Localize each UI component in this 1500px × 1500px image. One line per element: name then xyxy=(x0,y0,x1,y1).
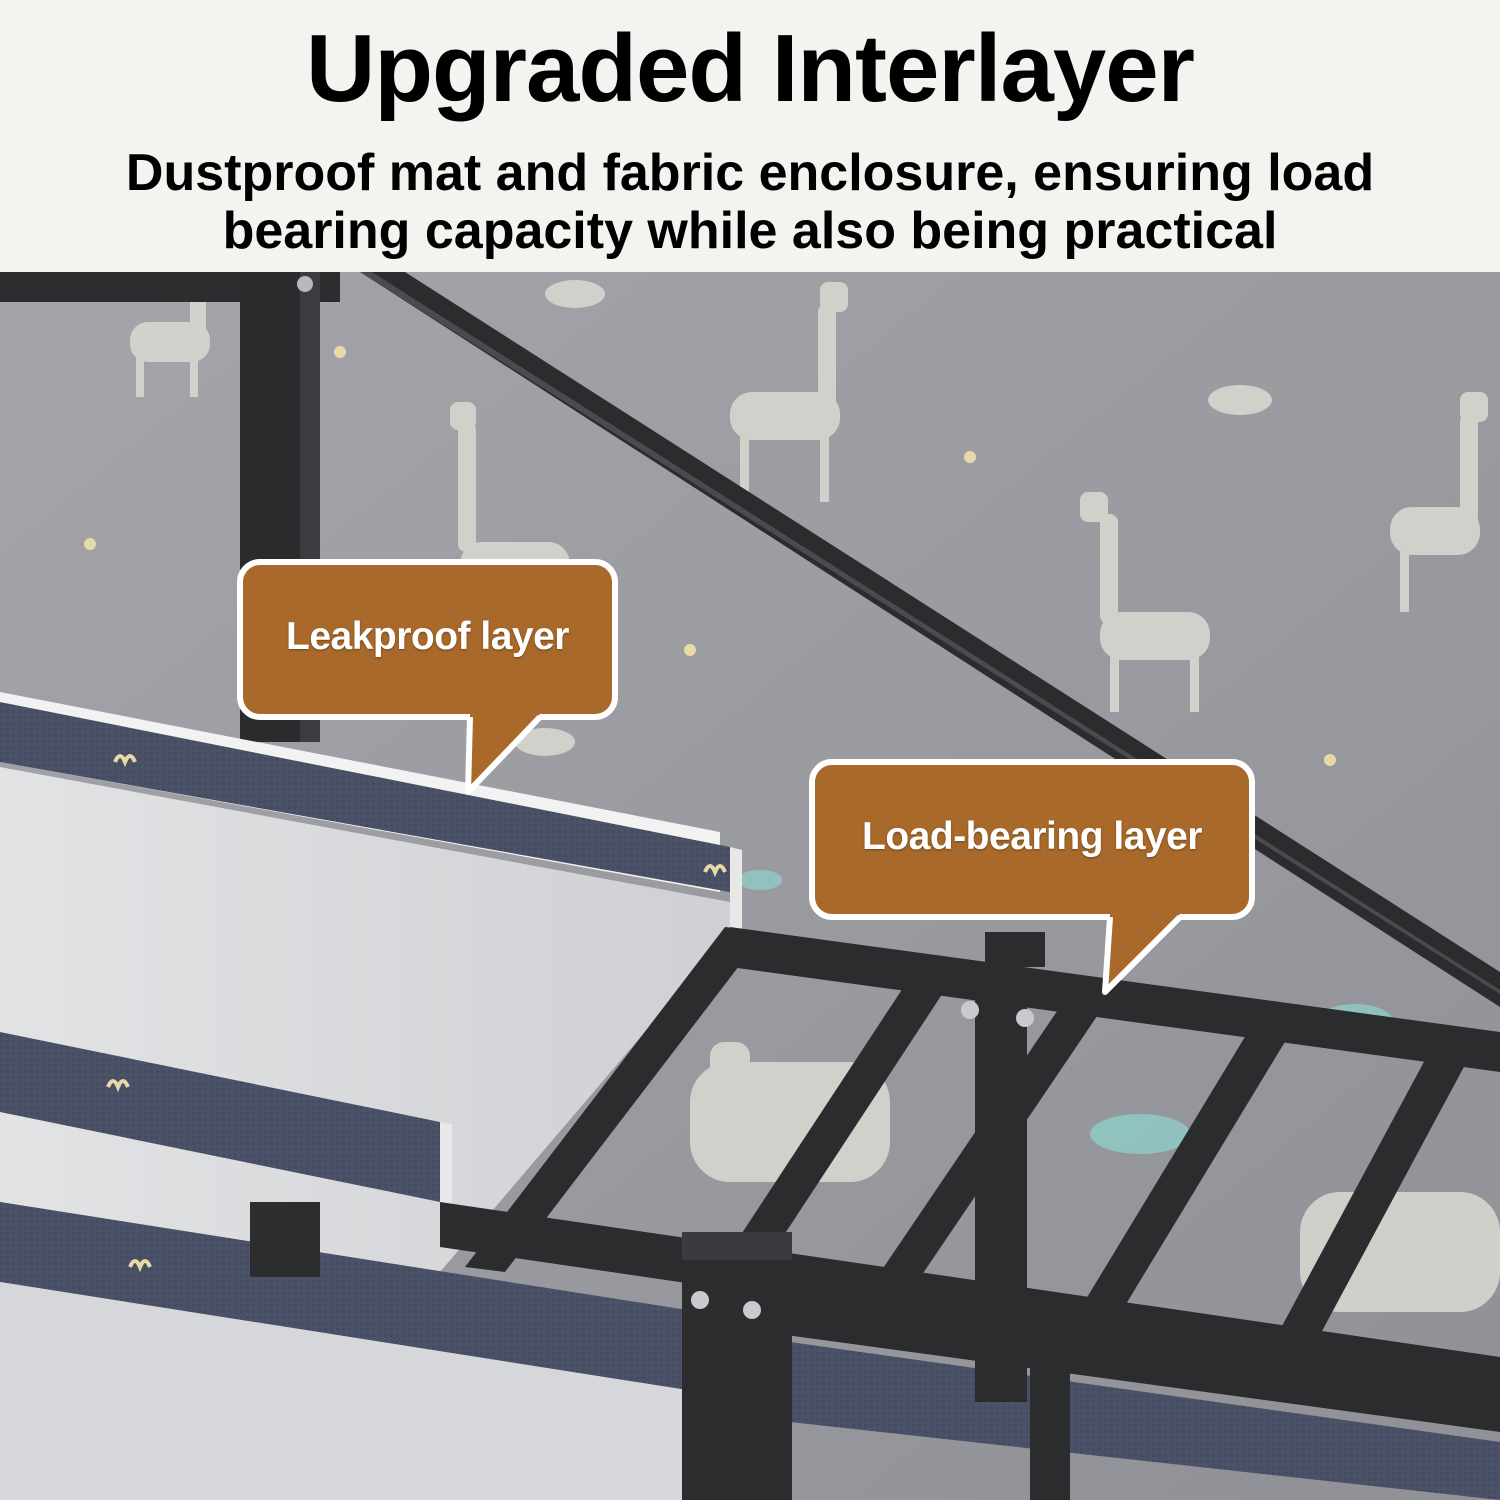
product-photo: Leakproof layer Load-bearing layer xyxy=(0,272,1500,1500)
callout-leakproof-bubble xyxy=(237,559,618,795)
upper-fabric-band xyxy=(0,702,730,892)
callout-load-bearing-label: Load-bearing layer xyxy=(862,815,1202,858)
header: Upgraded Interlayer Dustproof mat and fa… xyxy=(0,0,1500,272)
frame-bolts xyxy=(691,1001,1034,1319)
lower-fabric-band xyxy=(0,1032,440,1202)
page-title: Upgraded Interlayer xyxy=(306,15,1195,122)
bottom-fabric-band xyxy=(0,1202,700,1392)
upper-shelf-lip xyxy=(730,847,742,937)
load-bearing-grid xyxy=(440,927,1500,1500)
page-subtitle: Dustproof mat and fabric enclosure, ensu… xyxy=(125,144,1375,260)
callout-load-bearing-bubble xyxy=(809,759,1255,995)
front-post xyxy=(682,1232,792,1500)
callout-leakproof-label: Leakproof layer xyxy=(286,615,569,658)
